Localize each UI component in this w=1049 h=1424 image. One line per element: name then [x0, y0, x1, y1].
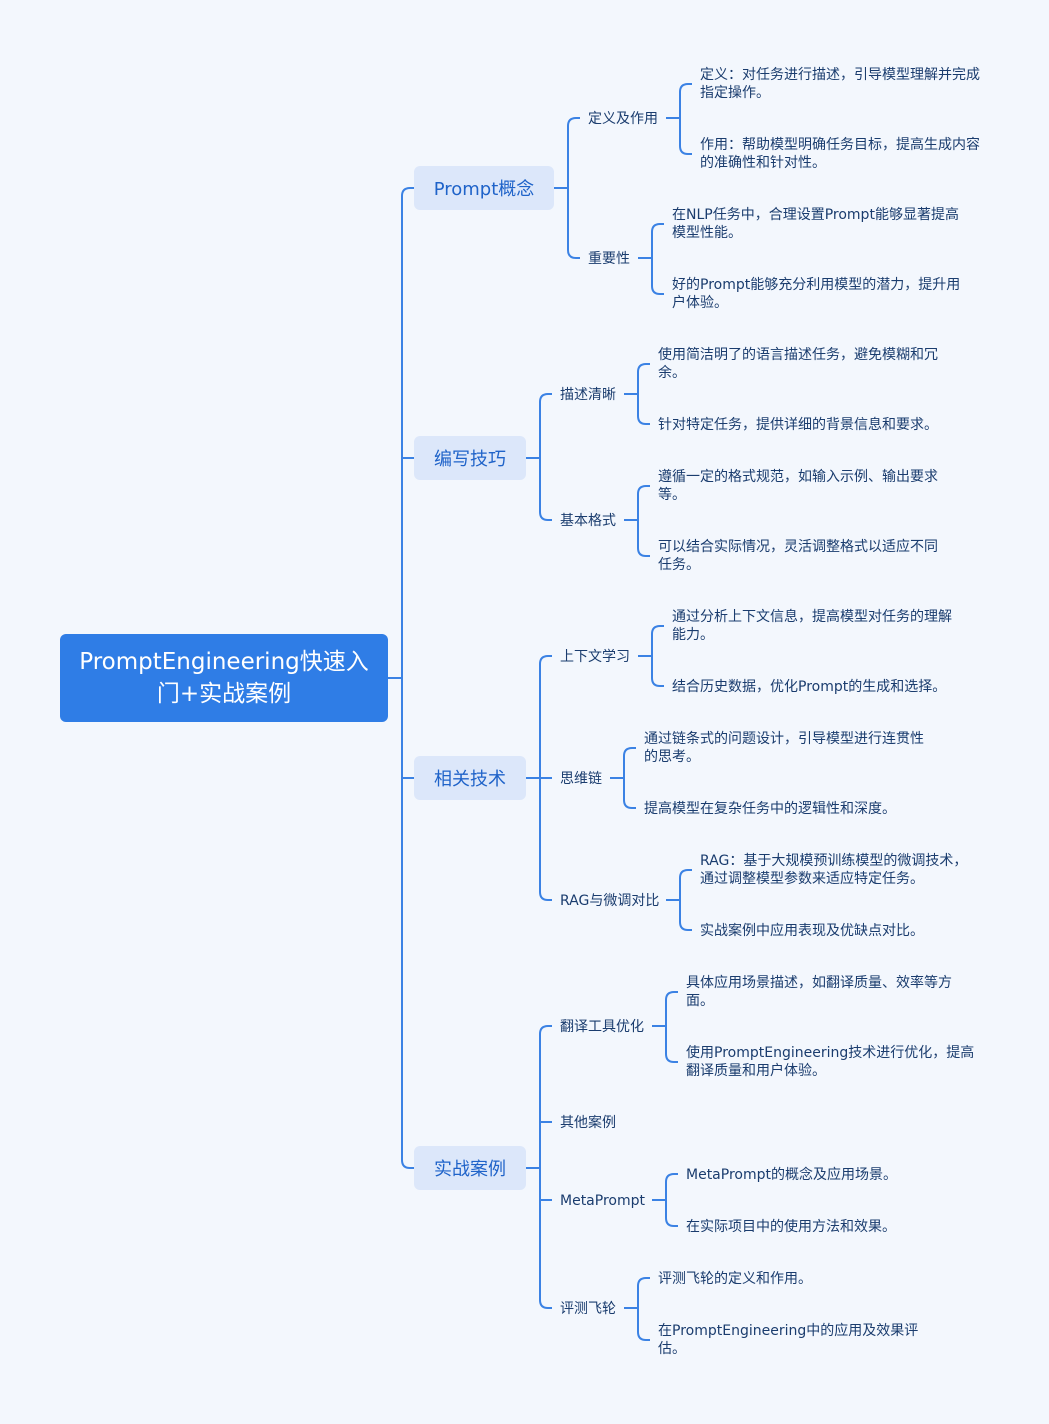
- leaf-importance-nlp[interactable]: 在NLP任务中，合理设置Prompt能够显著提高模型性能。: [672, 207, 959, 241]
- node-eval-flywheel[interactable]: 评测飞轮: [560, 1301, 616, 1317]
- node-metaprompt[interactable]: MetaPrompt: [560, 1193, 645, 1209]
- clear-description-connector: [624, 363, 650, 425]
- prompt-concept-connector: [554, 117, 580, 259]
- node-clear-description[interactable]: 描述清晰: [560, 387, 616, 403]
- branch-label: Prompt概念: [433, 179, 535, 200]
- branch-label: 相关技术: [434, 769, 506, 790]
- leaf-importance-ux[interactable]: 好的Prompt能够充分利用模型的潜力，提升用户体验。: [672, 277, 961, 311]
- metaprompt-connector: [652, 1173, 678, 1227]
- leaf-format-spec[interactable]: 遵循一定的格式规范，如输入示例、输出要求等。: [658, 469, 938, 503]
- leaf-metaprompt-concept[interactable]: MetaPrompt的概念及应用场景。: [686, 1167, 897, 1183]
- leaf-background-info[interactable]: 针对特定任务，提供详细的背景信息和要求。: [658, 417, 938, 433]
- leaf-context-analysis[interactable]: 通过分析上下文信息，提高模型对任务的理解能力。: [672, 609, 952, 643]
- chain-of-thought-connector: [610, 747, 636, 809]
- definition-connector: [666, 83, 692, 155]
- node-basic-format[interactable]: 基本格式: [560, 513, 616, 529]
- flywheel-connector: [624, 1277, 650, 1341]
- node-other-cases[interactable]: 其他案例: [560, 1115, 616, 1131]
- importance-connector: [638, 223, 664, 295]
- node-definition-and-role[interactable]: 定义及作用: [588, 111, 658, 127]
- branch-label: 实战案例: [434, 1159, 506, 1180]
- branch-writing-tips[interactable]: 编写技巧: [414, 436, 526, 480]
- branch-cases[interactable]: 实战案例: [414, 1146, 526, 1190]
- leaf-flywheel-definition[interactable]: 评测飞轮的定义和作用。: [658, 1271, 812, 1287]
- basic-format-connector: [624, 485, 650, 557]
- node-translation-tool[interactable]: 翻译工具优化: [560, 1019, 644, 1035]
- branch-related-tech[interactable]: 相关技术: [414, 756, 526, 800]
- leaf-concise-language[interactable]: 使用简洁明了的语言描述任务，避免模糊和冗余。: [658, 347, 938, 381]
- leaf-logic-depth[interactable]: 提高模型在复杂任务中的逻辑性和深度。: [644, 801, 896, 817]
- root-connector: [388, 187, 414, 1169]
- leaf-rag-comparison[interactable]: 实战案例中应用表现及优缺点对比。: [700, 923, 924, 939]
- node-importance[interactable]: 重要性: [588, 251, 630, 267]
- related-tech-connector: [526, 655, 552, 901]
- leaf-rag-definition[interactable]: RAG：基于大规模预训练模型的微调技术，通过调整模型参数来适应特定任务。: [700, 853, 968, 887]
- node-rag-vs-finetune[interactable]: RAG与微调对比: [560, 893, 660, 909]
- root-node[interactable]: PromptEngineering快速入门+实战案例: [60, 634, 388, 722]
- leaf-definition[interactable]: 定义：对任务进行描述，引导模型理解并完成指定操作。: [700, 67, 980, 101]
- root-title: PromptEngineering快速入门+实战案例: [79, 649, 369, 707]
- leaf-flywheel-evaluation[interactable]: 在PromptEngineering中的应用及效果评估。: [658, 1323, 919, 1357]
- leaf-translation-optimize[interactable]: 使用PromptEngineering技术进行优化，提高翻译质量和用户体验。: [686, 1045, 975, 1079]
- leaf-metaprompt-usage[interactable]: 在实际项目中的使用方法和效果。: [686, 1219, 896, 1235]
- leaf-chain-design[interactable]: 通过链条式的问题设计，引导模型进行连贯性的思考。: [644, 731, 924, 765]
- leaf-translation-scenario[interactable]: 具体应用场景描述，如翻译质量、效率等方面。: [686, 975, 952, 1009]
- branch-label: 编写技巧: [434, 449, 506, 470]
- node-chain-of-thought[interactable]: 思维链: [560, 771, 602, 787]
- rag-connector: [666, 869, 692, 931]
- leaf-history-data[interactable]: 结合历史数据，优化Prompt的生成和选择。: [672, 679, 947, 695]
- leaf-flexible-format[interactable]: 可以结合实际情况，灵活调整格式以适应不同任务。: [658, 539, 938, 573]
- cases-connector: [526, 1025, 552, 1309]
- context-learning-connector: [638, 625, 664, 687]
- branch-prompt-concept[interactable]: Prompt概念: [414, 166, 554, 210]
- translation-connector: [652, 991, 678, 1063]
- leaf-role[interactable]: 作用：帮助模型明确任务目标，提高生成内容的准确性和针对性。: [700, 137, 980, 171]
- writing-tips-connector: [526, 393, 552, 521]
- node-in-context-learning[interactable]: 上下文学习: [560, 649, 630, 665]
